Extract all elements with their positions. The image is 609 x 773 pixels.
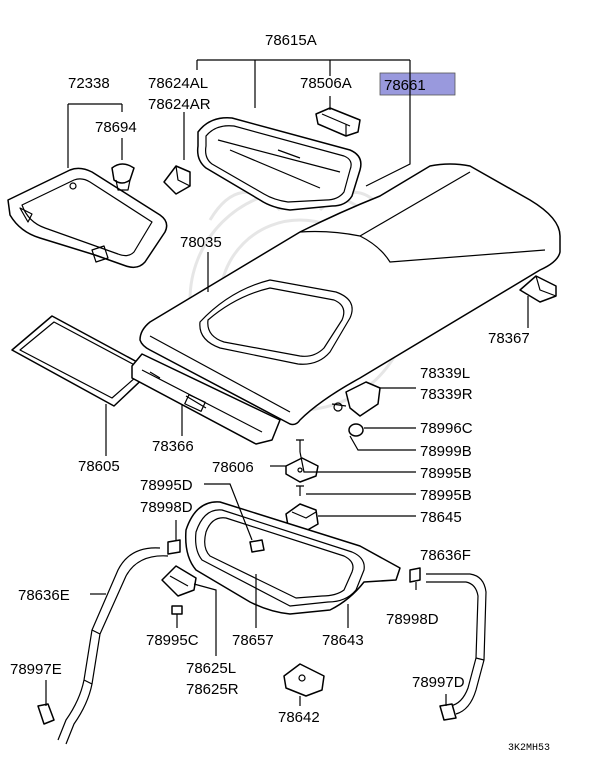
part-78366-rail (131, 353, 281, 445)
label-78605: 78605 (78, 458, 120, 475)
label-78642: 78642 (278, 709, 320, 726)
label-78615A: 78615A (265, 32, 317, 49)
leader-lines (45, 59, 529, 706)
label-78367: 78367 (488, 330, 530, 347)
label-78636E: 78636E (18, 587, 70, 604)
diagram-ref-code: 3K2MH53 (508, 743, 550, 754)
label-78995B-2: 78995B (420, 487, 472, 504)
part-78995D-bolt (249, 539, 265, 553)
part-78035-roof (139, 163, 561, 426)
highlight-box-78661 (379, 72, 456, 96)
label-78643: 78643 (322, 632, 364, 649)
part-78636E-hose (57, 547, 169, 745)
label-78995B-1: 78995B (420, 465, 472, 482)
part-78694-plug (111, 163, 135, 191)
part-labels: 78615A 72338 78624AL 78624AR 78506A 7866… (10, 32, 550, 754)
label-78624AR: 78624AR (148, 96, 211, 113)
part-78996C-grommet (348, 423, 364, 437)
part-78624AL-clip (163, 165, 191, 195)
label-78035: 78035 (180, 234, 222, 251)
part-78606-bracket (285, 457, 319, 483)
label-78636F: 78636F (420, 547, 471, 564)
label-78995C: 78995C (146, 632, 199, 649)
part-78506A-bracket (315, 107, 361, 137)
label-78694: 78694 (95, 119, 137, 136)
label-78506A: 78506A (300, 75, 352, 92)
label-78366: 78366 (152, 438, 194, 455)
label-78645: 78645 (420, 509, 462, 526)
part-78995C-bolt (171, 605, 183, 622)
part-78998D-clips (167, 539, 421, 583)
label-78995D: 78995D (140, 477, 193, 494)
part-78367-hinge (519, 275, 557, 303)
label-78998D-1: 78998D (140, 499, 193, 516)
part-78636F-hose (426, 573, 487, 715)
label-78997D: 78997D (412, 674, 465, 691)
part-78615A-glass (196, 117, 362, 211)
part-78997E-plug (37, 703, 55, 725)
part-78997D-plug (439, 703, 457, 721)
label-78998D-2: 78998D (386, 611, 439, 628)
label-78624AL: 78624AL (148, 75, 208, 92)
part-78339-bracket (331, 381, 381, 417)
label-78625L: 78625L (186, 660, 236, 677)
label-78339L: 78339L (420, 365, 470, 382)
part-78642-bracket (283, 663, 325, 697)
label-72338: 72338 (68, 75, 110, 92)
part-78995B-screws (296, 439, 304, 496)
label-78625R: 78625R (186, 681, 239, 698)
label-78661: 78661 (384, 77, 426, 94)
label-78999B: 78999B (420, 443, 472, 460)
label-78339R: 78339R (420, 386, 473, 403)
label-78997E: 78997E (10, 661, 62, 678)
part-78605-gasket (11, 315, 153, 407)
label-78606: 78606 (212, 459, 254, 476)
label-78657: 78657 (232, 632, 274, 649)
label-78996C: 78996C (420, 420, 473, 437)
part-78643-frame (184, 501, 401, 615)
part-78625-bracket (161, 565, 197, 597)
part-72338-frame (7, 167, 168, 269)
